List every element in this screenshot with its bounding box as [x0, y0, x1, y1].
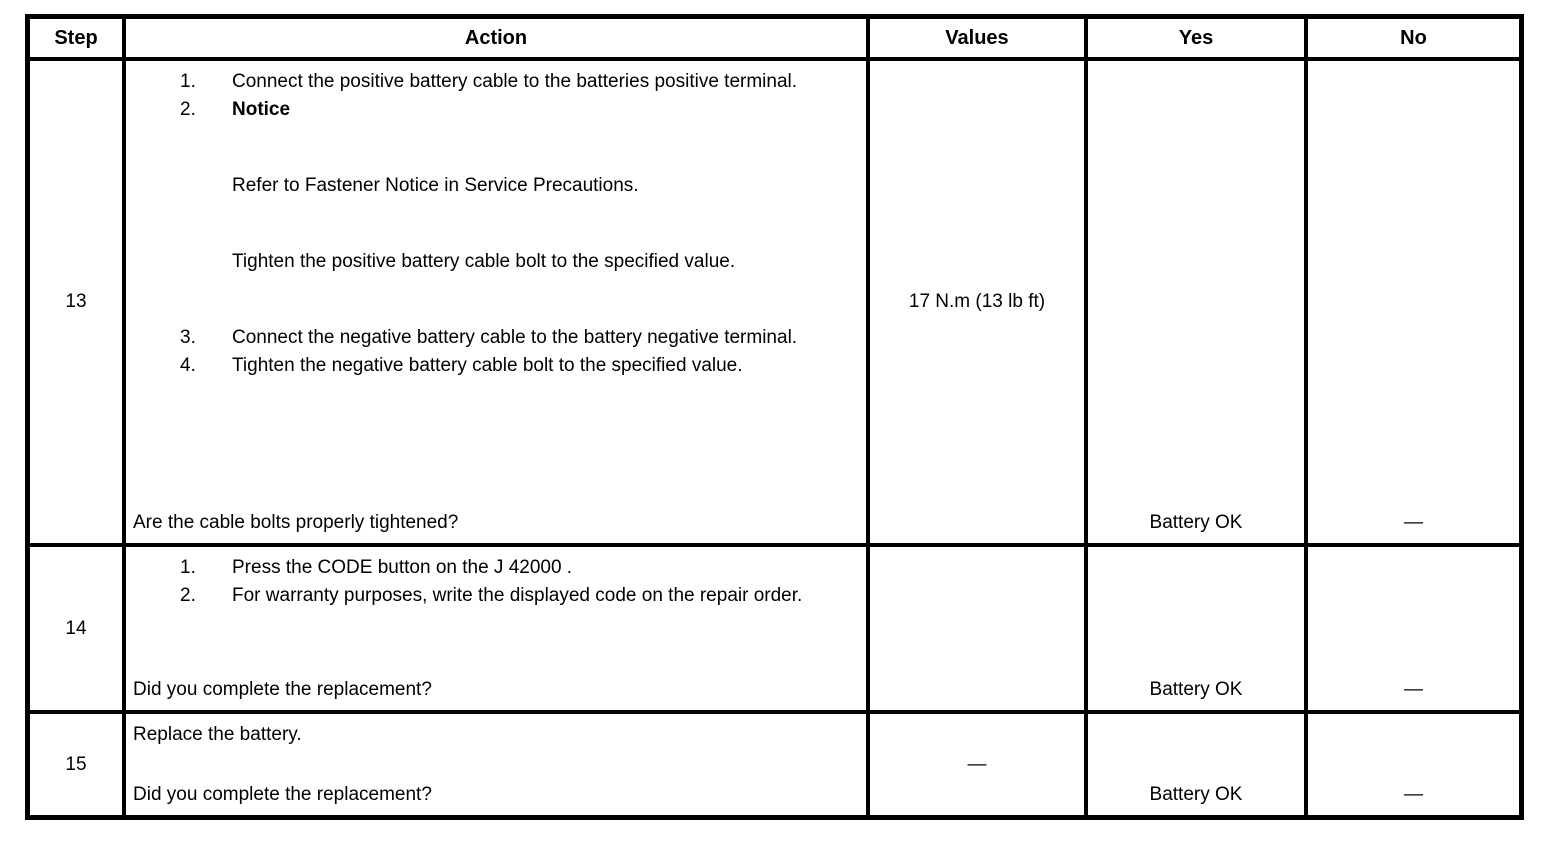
yes-result: Battery OK: [1149, 679, 1243, 700]
header-no: No: [1308, 19, 1519, 61]
no-cell-step-13: —: [1308, 61, 1519, 547]
action-cell-step-14: 1. Press the CODE button on the J 42000 …: [126, 547, 870, 714]
step-number-label: 14: [65, 617, 87, 639]
notice-label: Notice: [232, 99, 291, 120]
values-cell-step-15: —: [870, 714, 1088, 815]
notice-reference-text: Refer to Fastener Notice in Service Prec…: [232, 175, 639, 196]
step-question: Did you complete the replacement?: [133, 679, 432, 700]
list-item: 4. Tighten the negative battery cable bo…: [180, 352, 860, 380]
action-cell-step-13: 1. Connect the positive battery cable to…: [126, 61, 870, 547]
step-number-label: 13: [65, 291, 87, 312]
list-item-text: Press the CODE button on the J 42000 .: [232, 557, 573, 578]
yes-cell-step-14: Battery OK: [1088, 547, 1308, 714]
yes-cell-step-15: Battery OK: [1088, 714, 1308, 815]
no-result: —: [1404, 784, 1423, 805]
list-item-number: 4.: [180, 355, 196, 376]
list-item-text: Tighten the negative battery cable bolt …: [232, 355, 743, 376]
header-no-label: No: [1400, 27, 1427, 49]
step-number-13: 13: [30, 61, 126, 547]
diagnostic-table: Step Action Values Yes No 13 1. Connect …: [25, 14, 1524, 820]
list-item: 1. Press the CODE button on the J 42000 …: [180, 554, 860, 582]
step-number-15: 15: [30, 714, 126, 815]
yes-cell-step-13: Battery OK: [1088, 61, 1308, 547]
no-cell-step-15: —: [1308, 714, 1519, 815]
step-number-label: 15: [65, 753, 87, 775]
header-action: Action: [126, 19, 870, 61]
yes-result: Battery OK: [1149, 784, 1243, 805]
action-cell-step-15: Replace the battery. Did you complete th…: [126, 714, 870, 815]
header-yes-label: Yes: [1178, 27, 1214, 49]
list-item: 2. Notice: [180, 96, 860, 124]
header-step-label: Step: [54, 27, 98, 49]
list-item-text: For warranty purposes, write the display…: [232, 585, 803, 606]
no-result: —: [1404, 512, 1423, 533]
list-item-number: 1.: [180, 71, 196, 92]
list-item-number: 2.: [180, 99, 196, 120]
list-item-number: 1.: [180, 557, 196, 578]
list-item-text: Connect the positive battery cable to th…: [232, 71, 798, 92]
step-number-14: 14: [30, 547, 126, 714]
list-item-number: 2.: [180, 585, 196, 606]
tighten-instruction-text: Tighten the positive battery cable bolt …: [232, 251, 736, 272]
no-cell-step-14: —: [1308, 547, 1519, 714]
no-result: —: [1404, 679, 1423, 700]
header-action-label: Action: [464, 27, 528, 49]
header-yes: Yes: [1088, 19, 1308, 61]
values-dash: —: [967, 753, 987, 775]
list-item-text: Connect the negative battery cable to th…: [232, 327, 798, 348]
step-question: Did you complete the replacement?: [133, 784, 432, 805]
header-step: Step: [30, 19, 126, 61]
yes-result: Battery OK: [1149, 512, 1243, 533]
values-cell-step-13: 17 N.m (13 lb ft): [870, 61, 1088, 547]
action-text: Replace the battery.: [133, 724, 302, 745]
list-item: 2. For warranty purposes, write the disp…: [180, 582, 860, 610]
torque-value: 17 N.m (13 lb ft): [908, 291, 1046, 312]
header-values-label: Values: [945, 27, 1009, 49]
list-item-number: 3.: [180, 327, 196, 348]
list-item: 3. Connect the negative battery cable to…: [180, 324, 860, 352]
header-values: Values: [870, 19, 1088, 61]
values-cell-step-14: [870, 547, 1088, 714]
list-item: 1. Connect the positive battery cable to…: [180, 68, 860, 96]
step-question: Are the cable bolts properly tightened?: [133, 512, 459, 533]
